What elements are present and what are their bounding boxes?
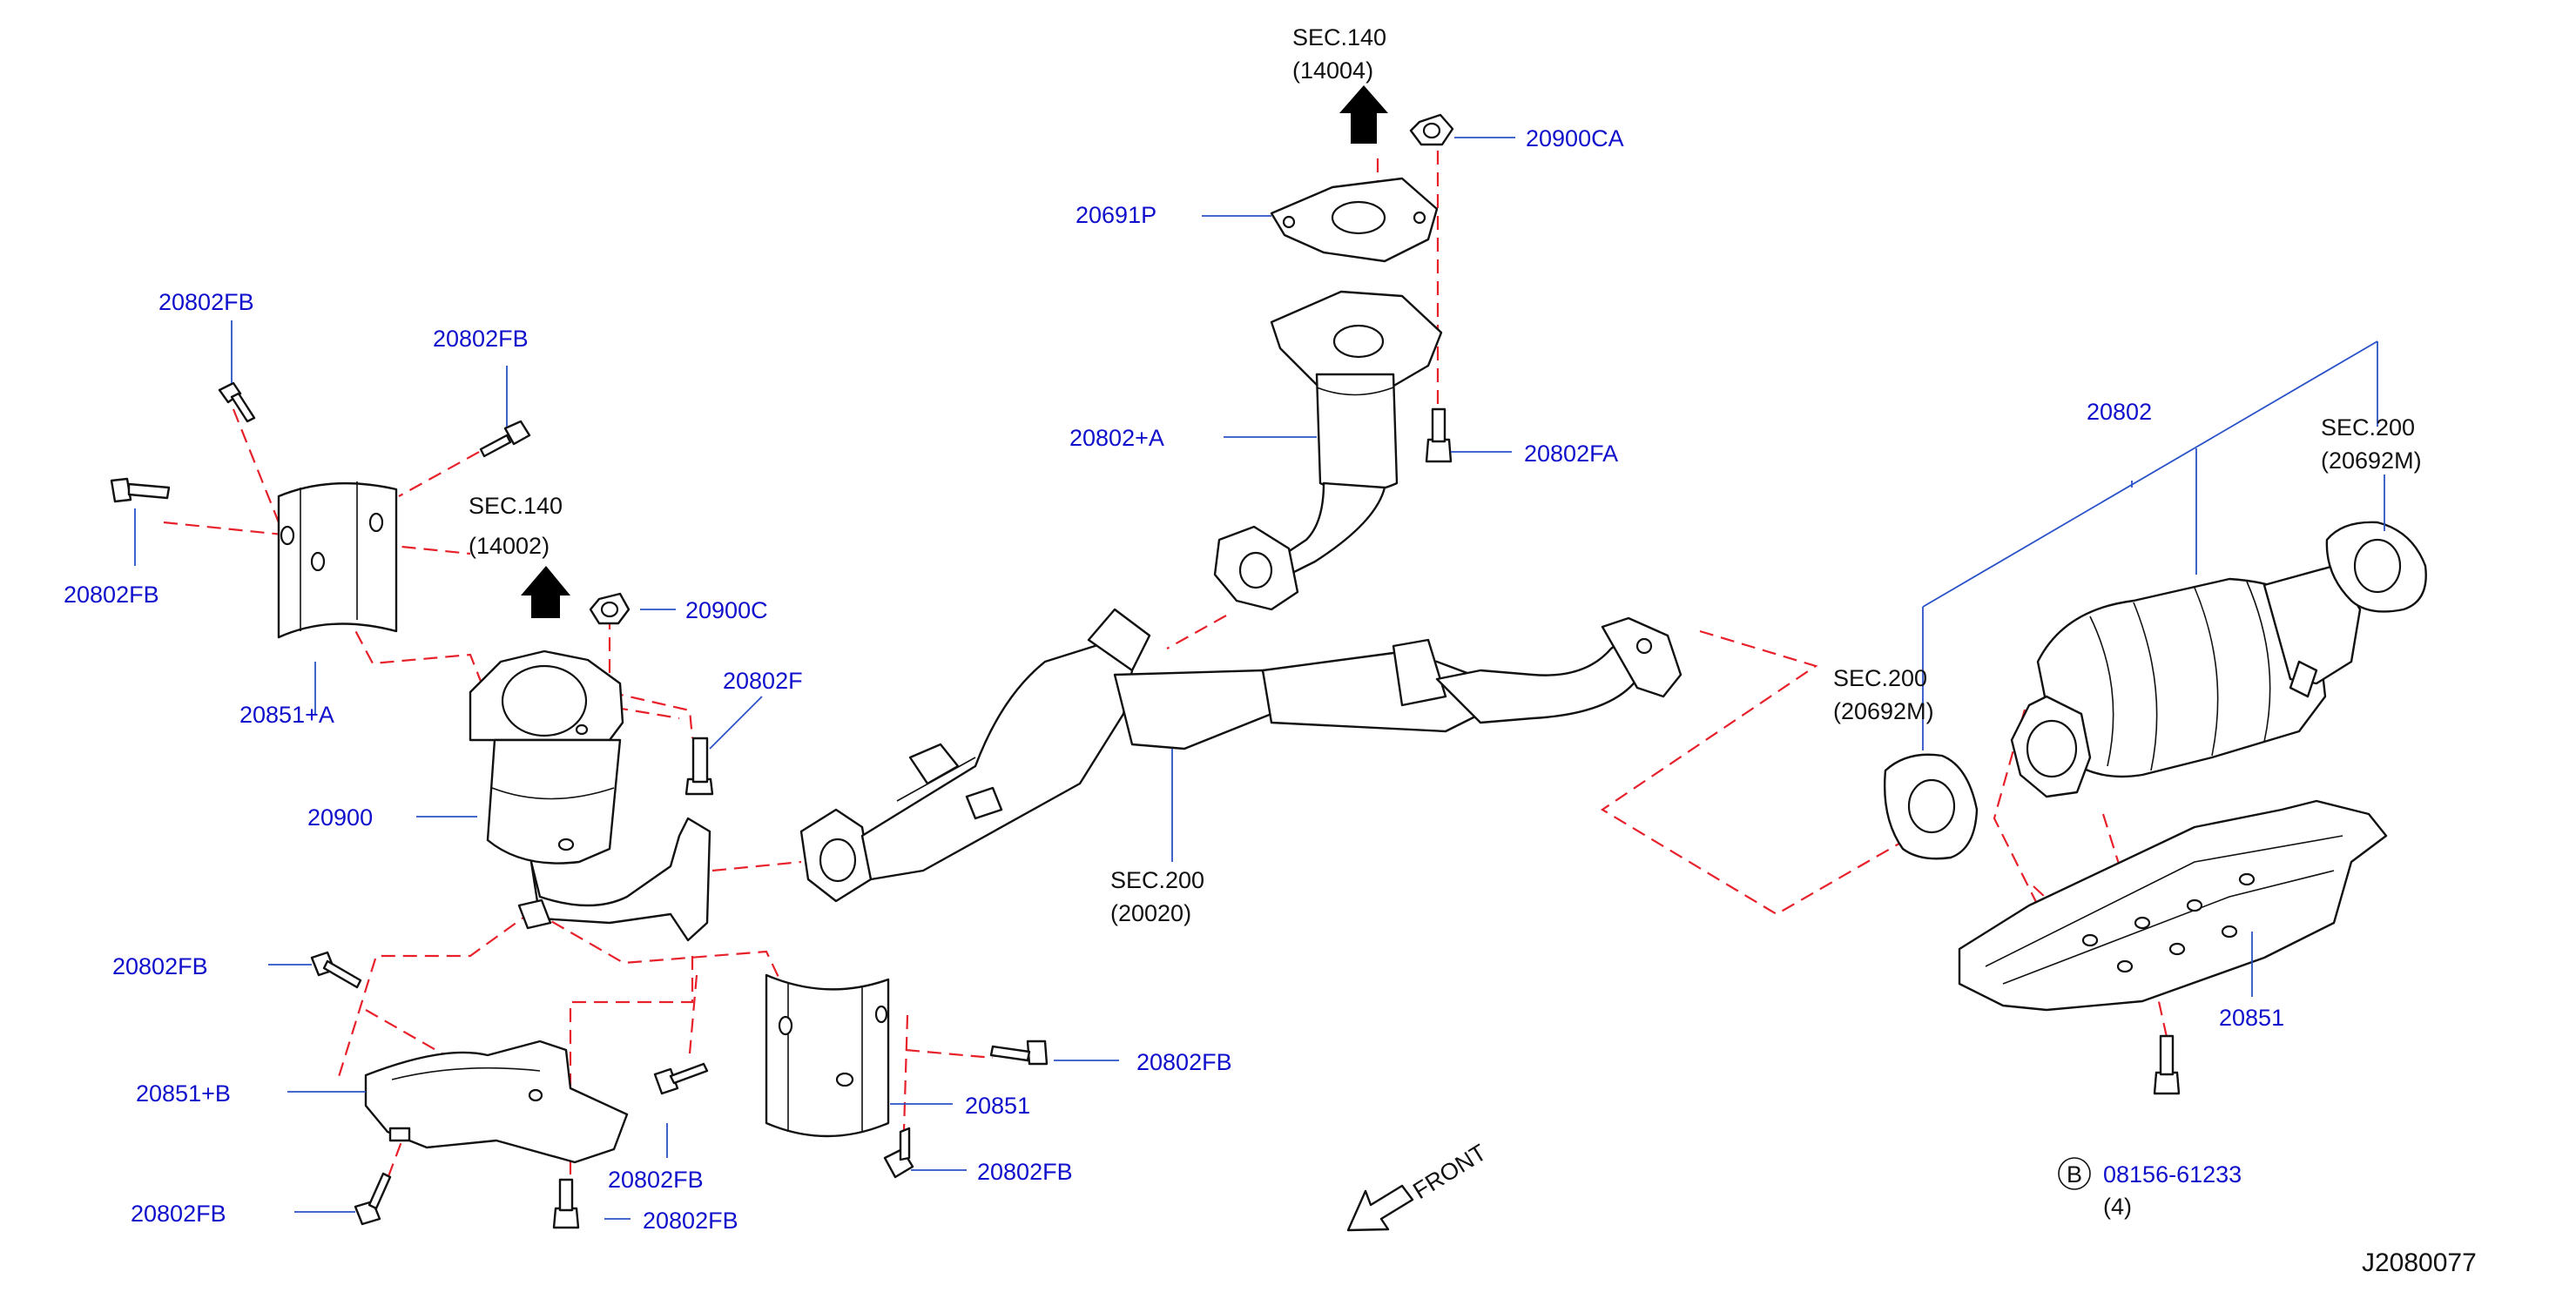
diagram-reference-id: J2080077	[2362, 1248, 2477, 1277]
sec-label: (20020)	[1110, 900, 1191, 926]
sec-label: (20692M)	[2321, 447, 2422, 474]
sec-label: SEC.140	[1292, 24, 1386, 50]
part-number[interactable]: 20900	[307, 804, 373, 831]
sec-label: SEC.200	[1833, 665, 1927, 691]
bolt-quantity: (4)	[2103, 1194, 2132, 1220]
nut-20900CA	[1409, 113, 1454, 146]
front-label: FRONT	[1408, 1139, 1491, 1204]
heat-shield-20851-right	[1958, 799, 2388, 1012]
leader-lines	[134, 137, 2385, 1220]
bolt-20802FA	[1425, 407, 1453, 463]
part-number[interactable]: 20900CA	[1526, 125, 1624, 151]
part-number[interactable]: 20851	[2219, 1005, 2284, 1031]
sec-label: SEC.200	[2321, 414, 2415, 441]
part-number[interactable]: 20802FB	[643, 1208, 738, 1234]
part-number[interactable]: 20802+A	[1069, 425, 1164, 451]
part-number[interactable]: 20900C	[685, 597, 768, 623]
bolt-20802FB-top	[218, 381, 256, 423]
part-number[interactable]: 20802F	[723, 668, 803, 694]
part-number[interactable]: 20802FB	[64, 582, 159, 608]
bolt-20802FB-center-bottom	[883, 1127, 914, 1179]
part-number[interactable]: 20802FB	[977, 1159, 1073, 1185]
sec-label: SEC.140	[469, 493, 563, 519]
front-catalyst-20900	[469, 649, 711, 942]
callout-b-marker: B	[2067, 1161, 2082, 1188]
bolt-20802FB-lower-3	[552, 1178, 580, 1229]
part-number[interactable]: 20802FB	[608, 1167, 704, 1193]
bolt-20802F	[684, 737, 714, 796]
heat-shield-20851A	[277, 481, 398, 639]
part-number[interactable]: 20802FB	[158, 289, 254, 315]
bolt-20802FB-lower-1	[310, 951, 362, 989]
up-arrow-sec140-14002	[521, 566, 570, 618]
sec-label: SEC.200	[1110, 867, 1204, 893]
bolt-20802FB-lower-4	[653, 1062, 709, 1095]
nut-20900C	[589, 592, 631, 625]
gasket-20692M-middle	[1884, 753, 1979, 860]
bolt-20802FB-center-right	[989, 1040, 1049, 1066]
part-number[interactable]: 08156-61233	[2103, 1161, 2242, 1188]
part-number[interactable]: 20802FA	[1524, 441, 1618, 467]
part-number[interactable]: 20802FB	[112, 953, 208, 979]
up-arrow-sec140-14004	[1339, 85, 1388, 144]
main-catalyst-20802	[2010, 564, 2362, 798]
heat-shield-20851-center	[765, 973, 890, 1138]
front-arrow-icon	[1346, 1184, 1414, 1232]
part-number[interactable]: 20851	[965, 1093, 1030, 1119]
part-number[interactable]: 20802FB	[433, 326, 529, 352]
part-number[interactable]: 20851+B	[136, 1080, 231, 1107]
sec-label: (14002)	[469, 533, 550, 559]
bolt-20802FB-lower-2	[354, 1172, 392, 1226]
bolt-20802FB-right	[479, 420, 531, 458]
callout-b-circle	[2058, 1157, 2091, 1190]
part-number[interactable]: 20802FB	[131, 1201, 226, 1227]
part-number[interactable]: 20691P	[1076, 202, 1157, 228]
sec-label: (14004)	[1292, 57, 1373, 84]
front-exhaust-tube-sec200	[799, 608, 1682, 903]
assembly-dash-lines	[163, 129, 2170, 1198]
part-number[interactable]: 20802	[2087, 399, 2152, 425]
bolt-08156-61233	[2153, 1034, 2181, 1095]
upper-catalyst-20802A	[1213, 290, 1443, 611]
heat-shield-20851B	[364, 1040, 629, 1164]
part-number[interactable]: 20802FB	[1136, 1049, 1232, 1075]
bolt-20802FB-left	[110, 477, 171, 503]
gasket-20692M-right	[2325, 521, 2427, 613]
sec-label: (20692M)	[1833, 698, 1934, 724]
gasket-20691P	[1270, 177, 1439, 263]
part-number[interactable]: 20851+A	[239, 702, 334, 728]
